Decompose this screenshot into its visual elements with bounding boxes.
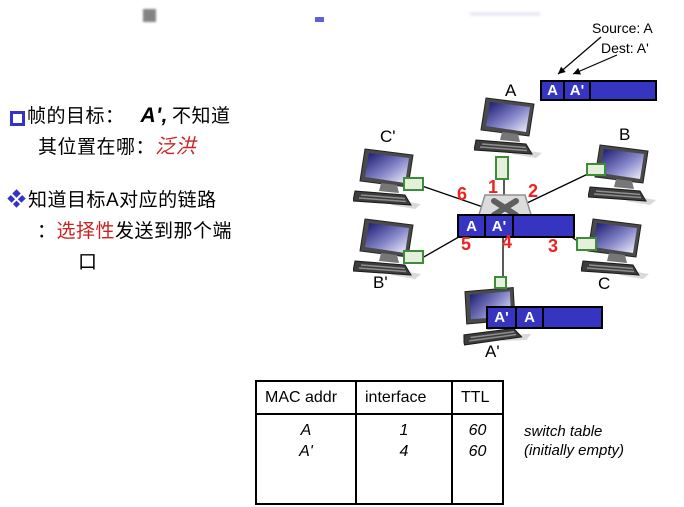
frame-src-cell: A' — [488, 308, 517, 327]
caption-line1: switch table — [524, 423, 603, 440]
source-annotation: Source: A — [592, 20, 653, 36]
nic-plug-a — [495, 156, 509, 180]
table-cell: A' — [299, 443, 313, 460]
switch-table-header-row: MAC addr interface TTL — [255, 380, 504, 415]
diamond-bullet-icon — [7, 189, 26, 208]
artifact-mark — [315, 17, 324, 22]
bullet-selective-send: 知道目标A对应的链路 ：选择性发送到那个端 口 — [28, 185, 358, 278]
bullet2-line2-text: 发送到那个端 — [115, 221, 233, 242]
frame-payload — [591, 82, 655, 99]
frame-src-cell: A — [459, 216, 486, 236]
bullet2-line1: 知道目标A对应的链路 — [28, 190, 217, 211]
computer-icon — [473, 97, 543, 159]
port-6-label: 6 — [457, 184, 468, 204]
frame-dst-cell: A' — [486, 216, 514, 236]
ttl-values: 60 60 — [451, 413, 504, 505]
nic-plug-b — [586, 163, 606, 176]
mac-addr-values: A A' — [255, 413, 357, 505]
frame-payload — [514, 216, 573, 236]
host-b-prime-label: B' — [373, 273, 388, 292]
port-3-label: 3 — [548, 236, 559, 256]
table-cell: A — [300, 422, 312, 439]
bullet1-line2-text: 其位置在哪： — [38, 137, 156, 158]
table-cell: 60 — [468, 422, 487, 439]
bullet1-line1: 帧的目标： A',不知道 — [27, 100, 357, 132]
host-b-label: B — [619, 125, 631, 144]
port-1-label: 1 — [488, 177, 499, 197]
bullet1-line2: 其位置在哪：泛洪 — [38, 132, 357, 163]
col-interface: interface — [355, 380, 453, 415]
frame-top: A A' — [540, 80, 657, 101]
bullet1-text-post: 不知道 — [172, 106, 231, 127]
frame-src-cell: A — [542, 82, 565, 99]
computer-icon — [352, 218, 422, 280]
host-b — [587, 142, 660, 211]
table-cell: 1 — [399, 422, 409, 439]
port-2-label: 2 — [528, 181, 539, 201]
switch-table: MAC addr interface TTL A A' 1 4 60 60 — [255, 380, 504, 505]
selective-term: 选择性 — [56, 221, 116, 242]
host-a — [473, 95, 546, 164]
host-c-prime-label: C' — [380, 127, 396, 146]
port-5-label: 5 — [461, 234, 472, 254]
artifact-mark — [470, 12, 540, 16]
artifact-mark — [143, 9, 156, 22]
nic-plug-a-prime — [494, 276, 507, 289]
port-4-label: 4 — [502, 232, 513, 252]
bullet1-text: 帧的目标： — [27, 106, 125, 127]
nic-plug-b-prime — [403, 250, 424, 264]
table-cell: 4 — [399, 443, 409, 460]
bullet2-line3: 口 — [78, 252, 98, 273]
square-bullet-icon — [10, 111, 25, 126]
nic-plug-c — [576, 237, 597, 251]
bullet2-line2: ：选择性发送到那个端 — [37, 216, 358, 247]
bullet-frame-destination: 帧的目标： A',不知道 其位置在哪：泛洪 — [27, 100, 357, 163]
bullet2-colon: ： — [37, 221, 57, 242]
caption-line2: (initially empty) — [524, 442, 625, 459]
host-a-prime-label: A' — [485, 342, 500, 361]
switch-table-body-row: A A' 1 4 60 60 — [255, 413, 504, 505]
col-ttl: TTL — [451, 380, 504, 415]
table-cell: 60 — [468, 443, 487, 460]
frame-dest-emph: A', — [140, 104, 169, 127]
nic-plug-c-prime — [403, 177, 424, 191]
interface-values: 1 4 — [355, 413, 453, 505]
switch-table-caption: switch table (initially empty) — [524, 422, 624, 460]
frame-at-switch: A A' — [457, 214, 575, 238]
col-mac-addr: MAC addr — [255, 380, 357, 415]
frame-dst-cell: A — [517, 308, 544, 327]
host-c-label: C — [598, 274, 611, 293]
flooding-term: 泛洪 — [155, 136, 197, 158]
frame-bottom: A' A — [486, 306, 603, 329]
frame-payload — [544, 308, 601, 327]
dest-annotation: Dest: A' — [601, 40, 649, 56]
host-a-label: A — [505, 81, 517, 100]
frame-dst-cell: A' — [565, 82, 591, 99]
